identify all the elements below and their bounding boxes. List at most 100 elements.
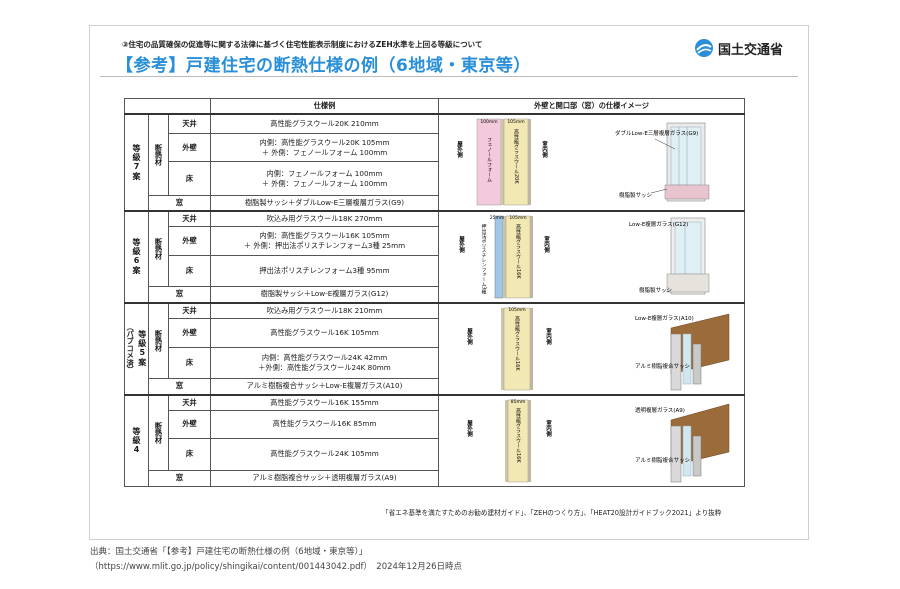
window-section: 透明複層ガラス(A9) アルミ樹脂複合サッシ [635, 403, 730, 482]
table-row: 外壁 高性能グラスウール16K 85mm [125, 409, 745, 439]
spec-floor: 高性能グラスウール24K 105mm [210, 437, 440, 471]
spec-floor: 押出法ポリスチレンフォーム3種 95mm [210, 254, 440, 288]
caption-url: （https://www.mlit.go.jp/policy/shingikai… [90, 562, 463, 572]
dim-inner: 105mm [509, 215, 526, 221]
grade-cell: （パブコメ済） 等級5案 [124, 301, 149, 395]
material-outer: フェノールフォーム [486, 137, 492, 182]
interior-board [528, 118, 532, 205]
part-ceiling: 天井 [167, 209, 212, 227]
header-spec: 仕様例 [210, 98, 440, 114]
dim-inner: 85mm [511, 399, 526, 405]
part-ceiling: 天井 [167, 112, 212, 134]
mlit-logo: 国土交通省 [694, 38, 783, 58]
sash-label: 樹脂製サッシ [639, 286, 672, 294]
table-row: 床 内側：高性能グラスウール24K 42mm＋外側：高性能グラスウール24K 8… [125, 346, 745, 380]
material-outer: 押出法ポリスチレンフォーム3種 [481, 223, 487, 295]
dim-inner: 105mm [507, 119, 524, 125]
label-indoor: 室内側 [545, 326, 553, 345]
header-image: 外壁と開口部（窓）の仕様イメージ [438, 98, 746, 114]
window-section: ダブルLow-E三層複層ガラス(G9) 樹脂製サッシ [615, 122, 710, 201]
table-header-row: 仕様例 外壁と開口部（窓）の仕様イメージ [123, 98, 746, 114]
spec-ceiling: 吹込み用グラスウール18K 210mm [210, 301, 440, 319]
label-outdoor: 屋外側 [458, 234, 466, 253]
spec-ceiling: 高性能グラスウール16K 155mm [210, 393, 440, 411]
wall-window-illustration: 25mm 105mm 押出法ポリスチレンフォーム3種 高性能グラスウール16K … [458, 215, 710, 298]
insulation-cell: 断熱材 [148, 209, 169, 288]
grade-note: （パブコメ済） [126, 323, 136, 374]
spec-wall: 高性能グラスウール16K 85mm [210, 409, 440, 439]
sheathing [501, 118, 505, 205]
dim-outer: 25mm [490, 215, 505, 221]
slide: ③住宅の品質確保の促進等に関する法律に基づく住宅性能表示制度におけるZEH水準を… [89, 25, 809, 540]
sash-label: アルミ樹脂複合サッシ [635, 456, 690, 464]
part-window: 窓 [147, 469, 212, 487]
part-window: 窓 [147, 378, 212, 395]
window-section: Low-E複層ガラス(A10) アルミ樹脂複合サッシ [635, 313, 730, 390]
part-ceiling: 天井 [167, 393, 212, 411]
table-row: 外壁 高性能グラスウール16K 105mm [125, 317, 745, 348]
insulation-cell: 断熱材 [148, 393, 169, 471]
table-row: 床 押出法ポリスチレンフォーム3種 95mm [125, 254, 745, 288]
table-row: 等級7案 断熱材 天井 高性能グラスウール20K 210mm 100mm 105… [124, 112, 746, 211]
part-floor: 床 [167, 254, 212, 288]
grade-label: 等級4 [132, 426, 141, 455]
wall-window-illustration: 100mm 105mm フェノールフォーム 高性能グラスウール20K 屋外側 室… [456, 118, 710, 205]
subheading: ③住宅の品質確保の促進等に関する法律に基づく住宅性能表示制度におけるZEH水準を… [122, 40, 483, 49]
spec-wall: 高性能グラスウール16K 105mm [210, 317, 440, 348]
sash-label: アルミ樹脂複合サッシ [635, 362, 690, 370]
title-divider [100, 76, 798, 77]
image-cell: 25mm 105mm 押出法ポリスチレンフォーム3種 高性能グラスウール16K … [438, 209, 746, 303]
material-inner: 高性能グラスウール16K [515, 407, 521, 463]
caption-source: 出典：国土交通省「【参考】戸建住宅の断熱仕様の例（6地域・東京等）」 [90, 547, 368, 557]
insulation-label: 断熱材 [154, 143, 164, 166]
table-row: 床 内側：フェノールフォーム 100mm＋ 外側：フェノールフォーム 100mm [125, 161, 745, 196]
spec-wall: 内側：高性能グラスウール20K 105mm＋ 外側：フェノールフォーム 100m… [210, 132, 440, 163]
spec-floor: 内側：フェノールフォーム 100mm＋ 外側：フェノールフォーム 100mm [210, 161, 440, 196]
table-row: 等級4 断熱材 天井 高性能グラスウール16K 155mm 85mm 高性能グラ… [124, 393, 746, 487]
glasswool-layer [505, 215, 531, 298]
part-wall: 外壁 [167, 409, 212, 439]
label-outdoor: 屋外側 [466, 326, 474, 345]
part-floor: 床 [167, 346, 212, 380]
glass-label: Low-E複層ガラス(A10) [635, 314, 694, 322]
wall-window-illustration: 85mm 高性能グラスウール16K 屋外側 室内側 透明複層ガラス(A9) アル… [466, 399, 730, 482]
spec-window: 樹脂製サッシ＋Low-E複層ガラス(G12) [210, 286, 440, 303]
glasswool-layer [503, 307, 531, 390]
logo-text: 国土交通省 [718, 42, 784, 58]
dim-outer: 100mm [480, 119, 497, 125]
spec-table: 仕様例 外壁と開口部（窓）の仕様イメージ 等級7案 断熱材 天井 高性能グラスウ… [123, 98, 746, 487]
image-cell: 100mm 105mm フェノールフォーム 高性能グラスウール20K 屋外側 室… [438, 112, 746, 211]
spec-window: 樹脂製サッシ＋ダブルLow-E三層複層ガラス(G9) [210, 194, 440, 212]
grade-cell: 等級4 [124, 393, 149, 487]
label-indoor: 室内側 [545, 418, 553, 437]
wall-section: 100mm 105mm フェノールフォーム 高性能グラスウール20K 屋外側 室… [456, 118, 549, 205]
grade-cell: 等級6案 [124, 209, 149, 303]
part-wall: 外壁 [167, 132, 212, 163]
table-row: （パブコメ済） 等級5案 断熱材 天井 吹込み用グラスウール18K 210mm … [124, 301, 746, 395]
dim-inner: 105mm [508, 307, 525, 313]
glasswool-layer [503, 118, 529, 205]
sash-label: 樹脂製サッシ [619, 191, 652, 199]
table-row: 窓 樹脂製サッシ＋Low-E複層ガラス(G12) [125, 286, 745, 303]
grade-label: 等級6案 [132, 238, 141, 275]
part-wall: 外壁 [167, 317, 212, 348]
part-window: 窓 [147, 194, 212, 212]
label-indoor: 室内側 [543, 234, 551, 253]
insulation-cell: 断熱材 [148, 112, 169, 196]
label-indoor: 室内側 [541, 139, 549, 158]
page-title: 【参考】戸建住宅の断熱仕様の例（6地域・東京等） [116, 56, 531, 76]
grade-label: 等級7案 [132, 143, 141, 181]
part-ceiling: 天井 [167, 301, 212, 319]
table-row: 窓 アルミ樹脂複合サッシ＋透明複層ガラス(A9) [125, 469, 745, 487]
spec-wall: 内側：高性能グラスウール16K 105mm＋ 外側：押出法ポリスチレンフォーム3… [210, 225, 440, 256]
part-floor: 床 [167, 161, 212, 196]
part-wall: 外壁 [167, 225, 212, 256]
mlit-logo-icon [695, 39, 713, 57]
image-cell: 85mm 高性能グラスウール16K 屋外側 室内側 透明複層ガラス(A9) アル… [438, 393, 746, 487]
label-outdoor: 屋外側 [466, 418, 474, 437]
xps-layer [494, 215, 504, 298]
wall-section: 25mm 105mm 押出法ポリスチレンフォーム3種 高性能グラスウール16K … [458, 215, 551, 298]
spec-window: アルミ樹脂複合サッシ＋透明複層ガラス(A9) [210, 469, 440, 487]
window-section: Low-E複層ガラス(G12) 樹脂製サッシ [629, 217, 710, 294]
grade-label: 等級5案 [137, 330, 147, 367]
